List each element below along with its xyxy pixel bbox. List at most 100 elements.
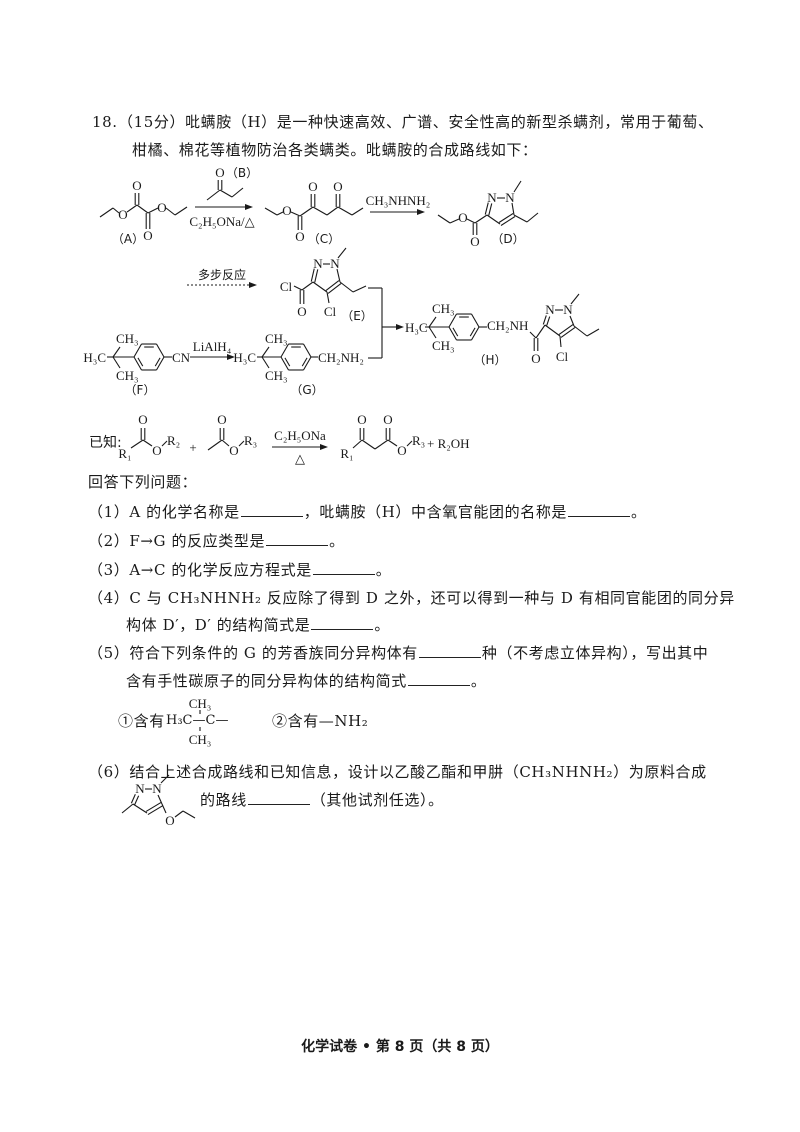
atom-O: O — [217, 412, 226, 427]
bond — [290, 211, 301, 217]
answers-header: 回答下列问题： — [88, 473, 198, 491]
methyl-label: CH₃ — [189, 696, 212, 711]
atom-Cl: Cl — [556, 349, 569, 364]
benzene-bond — [448, 326, 457, 341]
double-bond — [154, 357, 161, 367]
answer-blank[interactable] — [418, 643, 481, 658]
reagent-ab: C₂H₅ONa/△ — [189, 214, 254, 229]
question-2: （2）F→G 的反应类型是。 — [88, 531, 345, 551]
atom-O: O — [215, 165, 224, 180]
bond — [264, 207, 278, 216]
answer-blank[interactable] — [312, 560, 375, 575]
question-number: 18. — [92, 113, 118, 131]
known-prefix: 已知: — [89, 434, 122, 451]
double-bond — [134, 795, 140, 805]
bond — [339, 281, 354, 293]
q1-text: ，吡螨胺（H）中含氧官能团的名称是 — [303, 503, 568, 521]
plus-sign: + — [189, 440, 196, 455]
compound-label-C: （C） — [308, 232, 340, 246]
double-bond — [327, 282, 342, 294]
bond — [570, 293, 580, 305]
bond — [112, 207, 120, 214]
double-bond — [469, 327, 476, 337]
bond — [99, 207, 114, 218]
known-reagent: C₂H₅ONa — [274, 428, 326, 443]
benzene-bond — [471, 326, 480, 341]
benzene-bond — [471, 313, 480, 328]
bond — [261, 356, 270, 369]
bond — [544, 324, 561, 337]
answer-blank[interactable] — [247, 790, 310, 805]
methyl-label: CH₃ — [432, 338, 455, 353]
methyl-label: CH₃ — [116, 368, 139, 383]
benzene-bond — [280, 343, 289, 358]
q5-condition-1: ①含有 — [118, 712, 165, 730]
methyl-label: H₃C — [405, 320, 428, 335]
bond — [573, 325, 588, 337]
double-bond — [310, 268, 315, 282]
atom-O: O — [132, 178, 141, 193]
question-3: （3）A→C 的化学反应方程式是。 — [88, 560, 391, 580]
atom-O: O — [357, 412, 366, 427]
bond — [559, 335, 562, 348]
bond — [513, 180, 522, 193]
bond — [312, 206, 328, 216]
bond — [437, 214, 451, 224]
bond — [161, 803, 167, 814]
q2-text: （2）F→G 的反应类型是 — [88, 532, 266, 550]
answer-blank[interactable] — [266, 531, 329, 546]
nitrile-label: CN — [172, 350, 191, 365]
bond — [337, 206, 353, 216]
bond — [486, 214, 501, 225]
atom-N: N — [545, 302, 555, 317]
atom-O: O — [333, 179, 342, 194]
methyl-label: CH₃ — [265, 331, 288, 346]
bond — [293, 285, 303, 291]
atom-O: O — [470, 234, 479, 249]
q5-text: 含有手性碳原子的同分异构体的结构简式 — [126, 672, 407, 690]
atom-O: O — [229, 443, 238, 458]
double-bond — [488, 203, 493, 216]
bond — [112, 346, 121, 358]
bond — [301, 281, 314, 291]
bond — [569, 315, 575, 327]
double-bond — [498, 213, 514, 223]
bond — [526, 212, 539, 223]
bond — [474, 214, 488, 224]
q4-text: 。 — [374, 616, 391, 634]
atom-O: O — [383, 412, 392, 427]
atom-N: N — [152, 781, 162, 796]
answer-blank[interactable] — [311, 615, 374, 630]
atom-O: O — [397, 443, 406, 458]
answer-blank[interactable] — [240, 502, 303, 517]
atom-O: O — [143, 228, 152, 243]
arrowhead — [245, 204, 253, 210]
benzene-bond — [133, 356, 142, 371]
bond — [466, 218, 476, 224]
heat-symbol: △ — [295, 451, 305, 466]
bond — [142, 439, 153, 447]
bond — [428, 326, 437, 339]
q5-condition-2: ②含有—NH₂ — [272, 712, 369, 730]
answer-blank[interactable] — [568, 502, 631, 517]
answer-blank[interactable] — [407, 671, 470, 686]
bond — [428, 316, 437, 328]
atom-O: O — [297, 304, 306, 319]
bond — [207, 439, 223, 451]
bond — [449, 218, 460, 224]
bond — [221, 439, 230, 447]
atom-N: N — [505, 190, 515, 205]
atom-N: N — [135, 781, 145, 796]
atom-O: O — [308, 179, 317, 194]
r2-label: R₂ — [167, 433, 180, 448]
atom-O: O — [295, 229, 304, 244]
arrowhead — [320, 444, 328, 450]
compound-label-A: （A） — [112, 232, 144, 246]
atom-N: N — [563, 302, 573, 317]
bond — [351, 207, 364, 216]
atom-N: N — [313, 256, 323, 271]
methyl-label: CH₃ — [432, 301, 455, 316]
r1-label: R₁ — [118, 446, 131, 461]
compound-label-B: （B） — [226, 166, 258, 180]
